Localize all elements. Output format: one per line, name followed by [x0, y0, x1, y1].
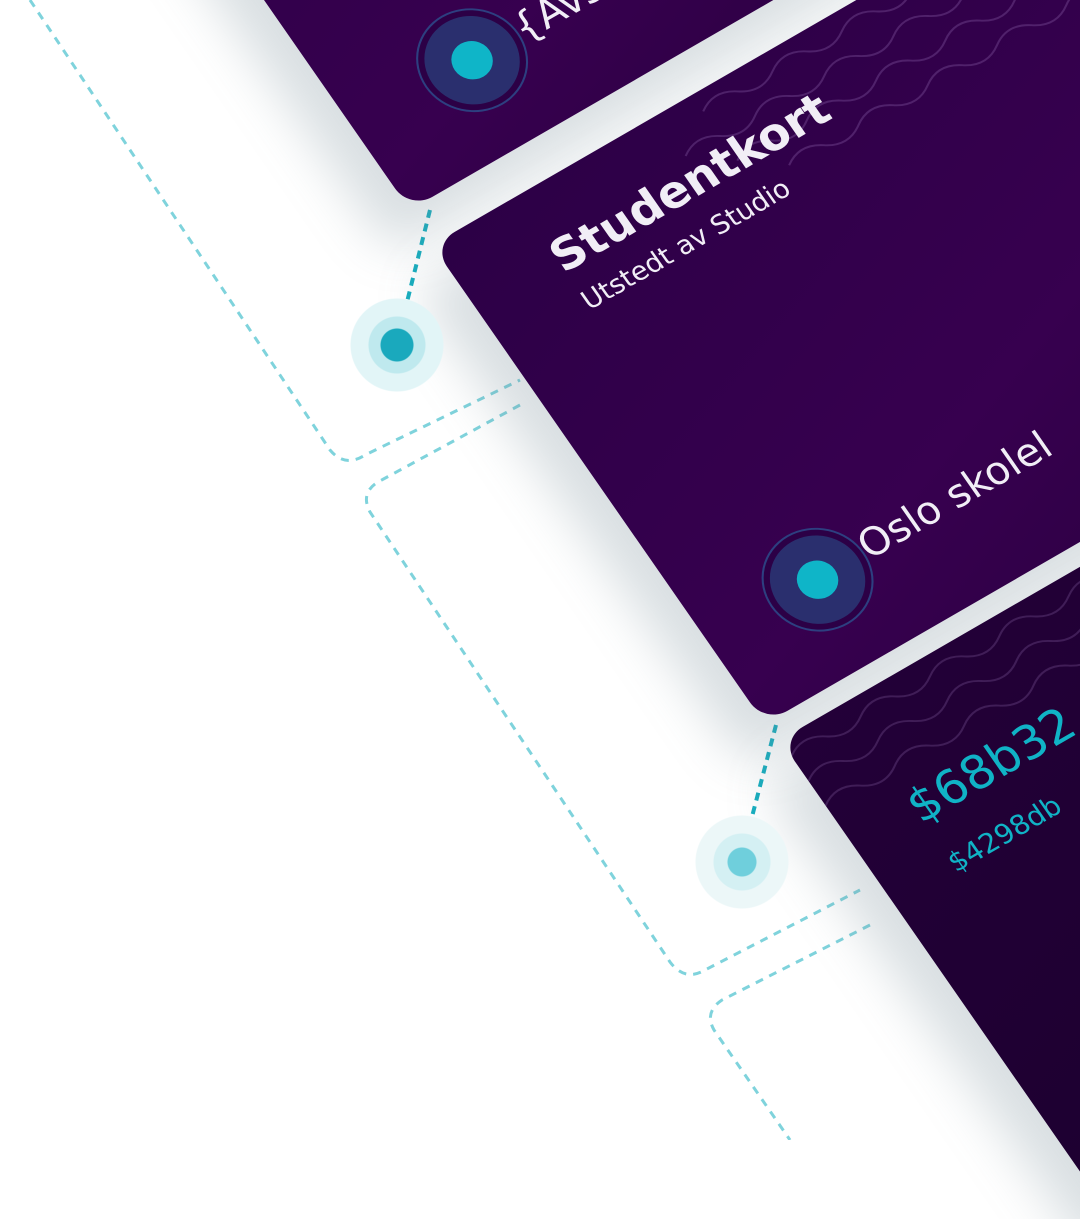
card-studentkort[interactable]: Studentkort Utstedt av Studio Oslo skole…: [432, 0, 1080, 724]
wave-pattern: [790, 556, 1080, 806]
timeline-node-icon: [695, 815, 789, 909]
card-top-text: {Avse: [503, 0, 634, 51]
timeline-node-icon: [350, 298, 444, 392]
card-bottom[interactable]: $68b32 $4298db: [780, 290, 1080, 1219]
card-footer: Oslo skolel: [848, 423, 1061, 569]
wave-pattern: [684, 0, 1080, 166]
dashed-connectors: [28, 0, 871, 1140]
